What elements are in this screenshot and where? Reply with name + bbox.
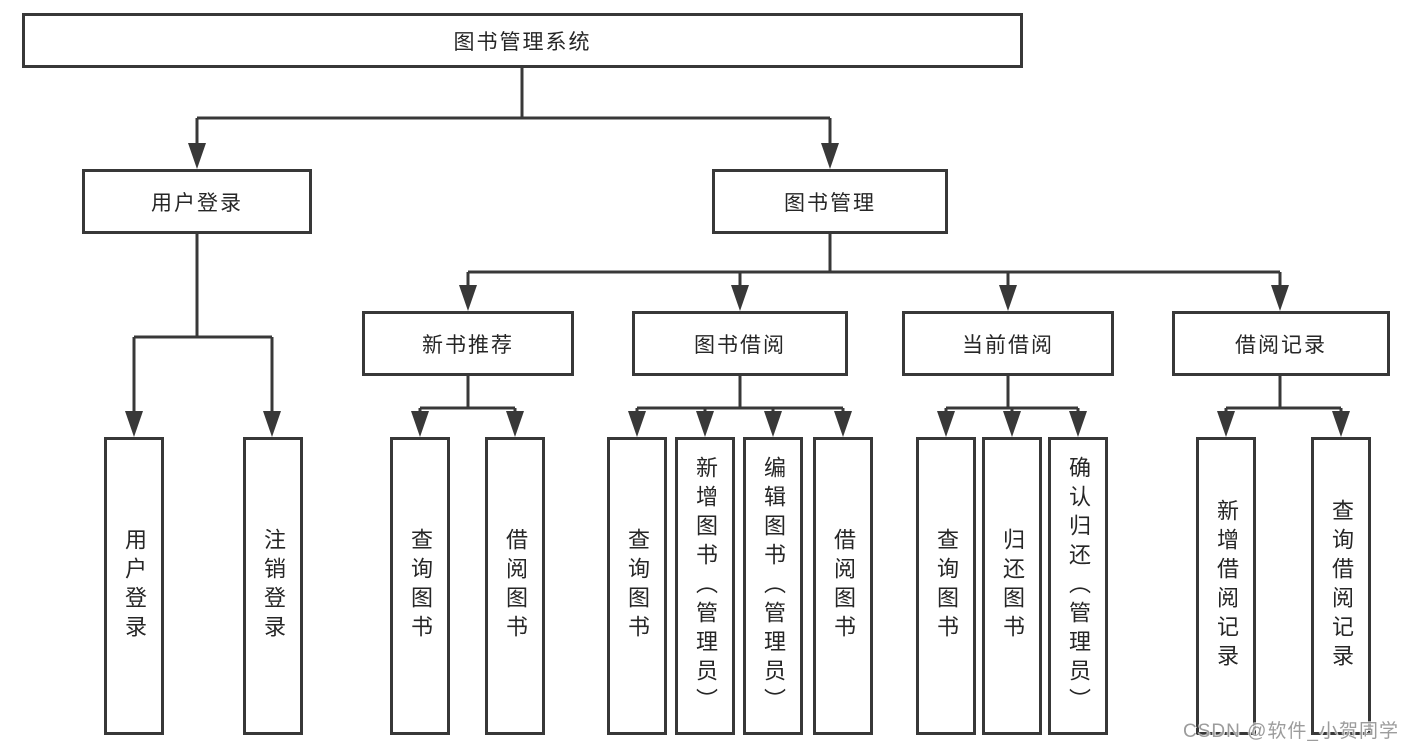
node-label: 图书管理 [784, 191, 876, 215]
node-label: 用户登录 [122, 528, 147, 644]
node-label: 确认归还（管理员） [1066, 455, 1091, 717]
node-library-management-system: 图书管理系统 [22, 13, 1023, 68]
node-label: 当前借阅 [962, 333, 1054, 357]
node-label: 借阅记录 [1235, 333, 1327, 357]
node-label: 新增图书（管理员） [693, 455, 718, 717]
leaf-query-borrow-record: 查询借阅记录 [1311, 437, 1371, 735]
leaf-query-books-recommend: 查询图书 [390, 437, 450, 735]
leaf-confirm-return-admin: 确认归还（管理员） [1048, 437, 1108, 735]
leaf-query-books-current: 查询图书 [916, 437, 976, 735]
arrow-down-icons [125, 143, 1350, 437]
node-label: 图书借阅 [694, 333, 786, 357]
leaf-add-borrow-record: 新增借阅记录 [1196, 437, 1256, 735]
node-label: 注销登录 [261, 528, 286, 644]
node-label: 借阅图书 [503, 528, 528, 644]
node-borrowing-records: 借阅记录 [1172, 311, 1390, 376]
node-user-login: 用户登录 [82, 169, 312, 234]
watermark: CSDN @软件_小贺同学 [1183, 721, 1399, 742]
leaf-query-books-borrowing: 查询图书 [607, 437, 667, 735]
node-label: 查询图书 [934, 528, 959, 644]
node-label: 借阅图书 [831, 528, 856, 644]
connector-trunks [132, 68, 1343, 413]
node-new-book-recommend: 新书推荐 [362, 311, 574, 376]
node-book-management: 图书管理 [712, 169, 948, 234]
node-label: 归还图书 [1000, 528, 1025, 644]
node-label: 查询图书 [625, 528, 650, 644]
leaf-edit-books-admin: 编辑图书（管理员） [743, 437, 803, 735]
node-label: 编辑图书（管理员） [761, 455, 786, 717]
leaf-borrow-books-recommend: 借阅图书 [485, 437, 545, 735]
leaf-return-books: 归还图书 [982, 437, 1042, 735]
node-label: 查询借阅记录 [1329, 499, 1354, 673]
node-label: 图书管理系统 [453, 30, 592, 54]
node-current-borrowing: 当前借阅 [902, 311, 1114, 376]
node-label: 查询图书 [408, 528, 433, 644]
leaf-user-login: 用户登录 [104, 437, 164, 735]
leaf-logout-login: 注销登录 [243, 437, 303, 735]
node-label: 新书推荐 [422, 333, 514, 357]
leaf-add-books-admin: 新增图书（管理员） [675, 437, 735, 735]
node-book-borrowing: 图书借阅 [632, 311, 848, 376]
node-label: 用户登录 [151, 191, 243, 215]
node-label: 新增借阅记录 [1214, 499, 1239, 673]
leaf-borrow-books: 借阅图书 [813, 437, 873, 735]
